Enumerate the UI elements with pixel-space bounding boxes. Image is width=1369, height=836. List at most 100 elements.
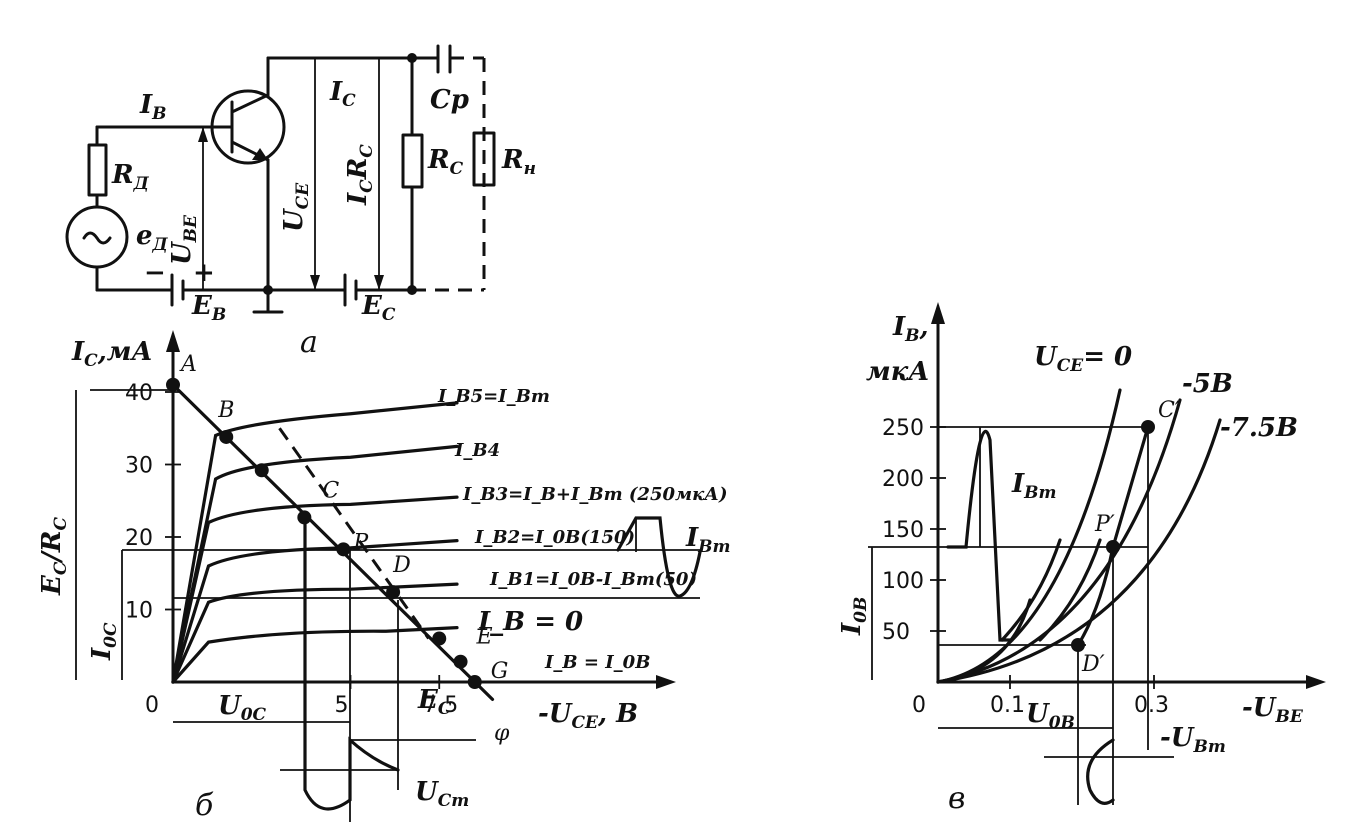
emitter-arrow [252,148,268,160]
caption-b: б [195,788,214,823]
out-y-tick-label-2: 30 [125,454,153,479]
in-y-tick-label-3: 200 [882,467,924,492]
curve-label-ib3: I_B3=I_B+I_Bm (250мкА) [462,484,727,505]
out-x-axis-label: -UCE, B [538,699,638,733]
out-ec-label: EC [417,685,452,719]
out-point-label-B: B [217,398,234,423]
in-y-tick-label-4: 250 [882,416,924,441]
out-y-tick-label-0: 10 [125,599,153,624]
load-resistor [472,131,496,187]
in-point-label-2: D′ [1081,652,1105,677]
ec-label: EC [361,291,396,325]
in-y-tick-label-2: 150 [882,518,924,543]
rn-label: Rн [501,145,536,179]
output-chart-curves [171,383,495,701]
in-point-label-1: P′ [1094,512,1115,537]
curve-label-ib0: I_B = 0 [477,607,583,637]
in-point-1 [1106,540,1120,554]
in-x-tick-label-0: 0.1 [990,693,1025,718]
out-y-arrowhead [166,330,180,352]
out-point-label-E: E [476,625,493,650]
curve-label-ib-eq: I_B = I_0B [544,652,650,673]
curve-label-ib5: I_B5=I_Bm [437,386,550,407]
out-u0c-label: U0C [218,691,267,725]
in-curve-75b [936,418,1222,684]
in-point-2 [1071,638,1085,652]
curve-label-ib2: I_B2=I_0B(150) [474,527,635,548]
out-ucm-wave [303,518,400,811]
in-y-tick-label-0: 50 [882,620,910,645]
out-point-label-P: P [352,530,369,555]
out-point-label-A: A [179,352,197,377]
out-point-2 [254,463,269,478]
rd-label: RД [111,160,150,194]
out-point-8 [467,675,482,689]
in-x-tick-label-1: 0.3 [1134,693,1169,718]
in-ubm-label: -UBm [1160,723,1226,757]
rc-node-top [407,53,417,63]
transistor-collector-lead [230,93,270,114]
out-ibm-wave [616,516,702,598]
in-curve-75b-label: -7.5B [1220,413,1298,443]
rd-resistor [87,143,108,197]
out-x-tick-label-0: 5 [335,693,349,718]
uce-arrowhead [310,275,320,290]
out-series-3 [171,539,459,684]
in-curve-5b-label: -5B [1182,369,1233,399]
icrc-label: ICRC [343,144,377,206]
out-point-label-G: G [491,659,509,684]
out-point-4 [336,542,351,557]
output-chart-frame: 0 IC,мА -UCE, B EC φ EC/RC I0C U0C UCm I… [37,330,731,823]
in-x-axis-label: -UBE [1242,693,1304,727]
eb-minus: − [144,258,166,288]
in-x-arrowhead [1306,675,1326,689]
out-dashed-line [278,427,430,640]
ib-label: IB [139,90,167,124]
in-curve-extra2 [1000,538,1062,642]
input-chart-points: C′ P′ D′ [1071,398,1180,677]
out-y-tick-label-1: 20 [125,526,153,551]
out-point-6 [432,631,447,646]
out-point-label-D: D [392,553,411,578]
out-series-4 [171,582,459,684]
in-curve-extra3 [1038,538,1102,642]
rc-node-bottom [407,285,417,295]
in-curve-5b [936,398,1182,684]
out-x-arrowhead [656,675,676,689]
out-ibm-label: IBm [685,523,731,557]
rc-label: RC [427,145,464,179]
in-i0b-label: I0B [837,597,871,636]
in-point-label-0: C′ [1158,398,1180,423]
out-point-label-C: C [322,478,339,503]
in-curve-uce0 [936,388,1122,684]
in-ibm-label: IBm [1011,469,1057,503]
out-y-tick-label-3: 40 [125,381,153,406]
circuit-diagram: IB RД eД UBE UCE IC ICRC RC Cp Rн EB EC … [65,44,536,360]
out-ucm-label: UCm [415,777,469,811]
out-series-2 [171,495,459,684]
out-point-7 [453,654,468,669]
out-point-5 [386,585,401,600]
rc-resistor [401,133,424,189]
ground-node [263,285,273,295]
in-origin: 0 [912,693,926,718]
eb-plus: + [193,258,215,288]
out-point-0 [166,377,180,392]
out-phi-label: φ [494,721,510,746]
out-series-5 [171,626,459,684]
eb-label: EB [191,291,226,325]
icrc-arrowhead [374,275,384,290]
output-chart-points: AB C PD EG [166,352,508,689]
out-series-0 [171,401,459,684]
in-y-arrowhead [931,302,945,324]
curve-label-ib4: I_B4 [454,440,500,461]
curve-label-ib1: I_B1=I_0B-I_Bm(50) [489,569,697,590]
in-y-axis-label: IB, [892,312,929,346]
out-origin: 0 [145,693,159,718]
out-ecrc-label: EC/RC [37,517,71,596]
in-curve-extra1 [936,598,1032,684]
